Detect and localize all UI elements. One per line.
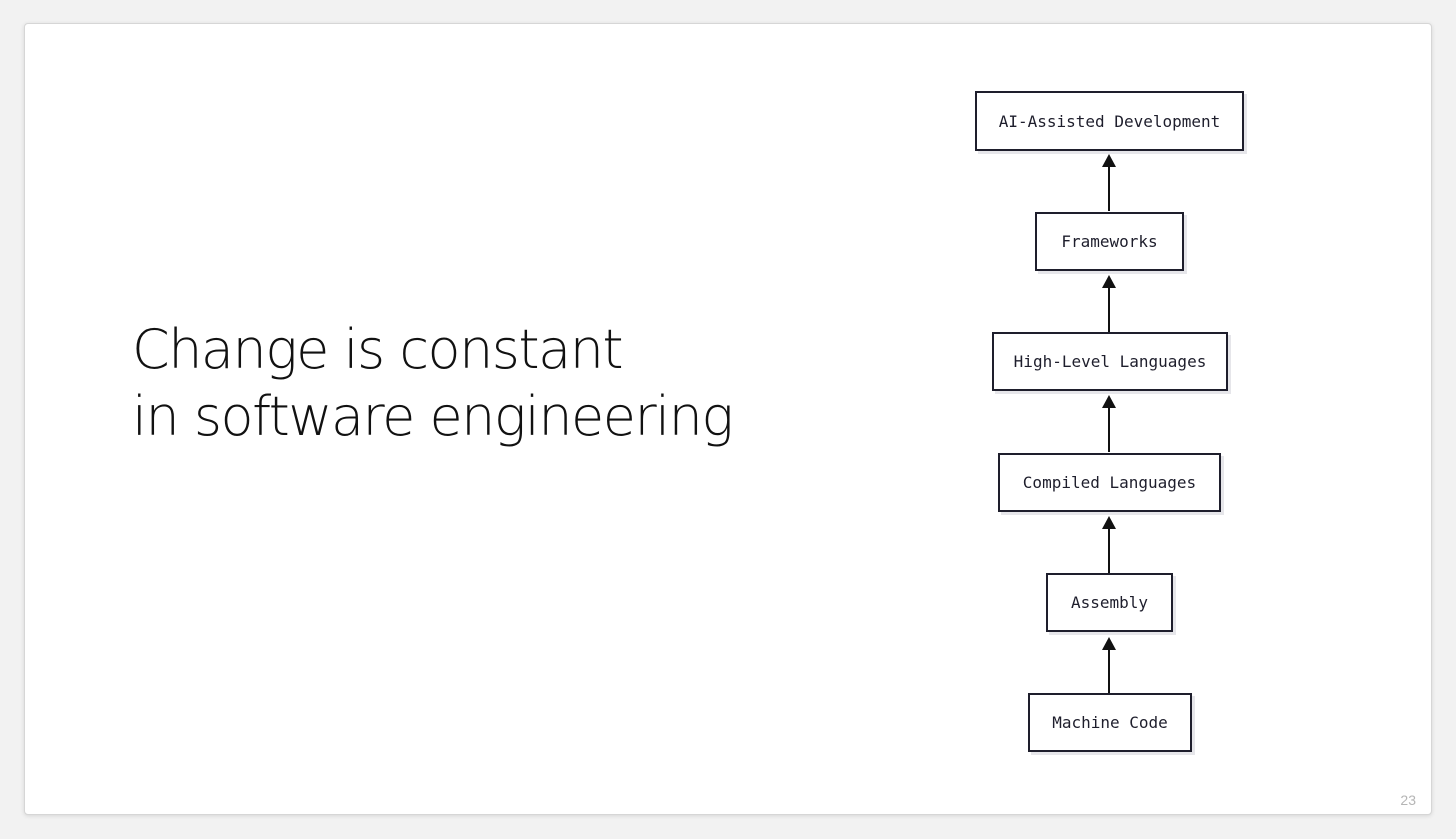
node-assembly: Assembly [1046, 573, 1173, 632]
node-machine-code: Machine Code [1028, 693, 1192, 752]
node-label: High-Level Languages [1013, 352, 1207, 371]
node-label: Assembly [1070, 593, 1149, 612]
node-frameworks: Frameworks [1035, 212, 1184, 271]
node-compiled-languages: Compiled Languages [998, 453, 1221, 512]
page-number: 23 [1400, 792, 1416, 808]
headline-line-2: in software engineering [132, 385, 734, 448]
headline-line-1: Change is constant [132, 318, 624, 381]
slide-headline: Change is constant in software engineeri… [132, 316, 734, 450]
node-ai-assisted-development: AI-Assisted Development [975, 91, 1244, 151]
node-label: AI-Assisted Development [998, 111, 1221, 131]
slide: Change is constant in software engineeri… [24, 23, 1432, 815]
node-label: Machine Code [1052, 713, 1168, 732]
node-label: Compiled Languages [1022, 473, 1197, 492]
arrow-up-icon [1102, 275, 1116, 332]
node-label: Frameworks [1061, 232, 1158, 251]
node-high-level-languages: High-Level Languages [992, 332, 1228, 391]
arrow-up-icon [1102, 395, 1116, 452]
arrow-up-icon [1102, 154, 1116, 211]
arrow-up-icon [1102, 516, 1116, 573]
arrow-up-icon [1102, 637, 1116, 694]
